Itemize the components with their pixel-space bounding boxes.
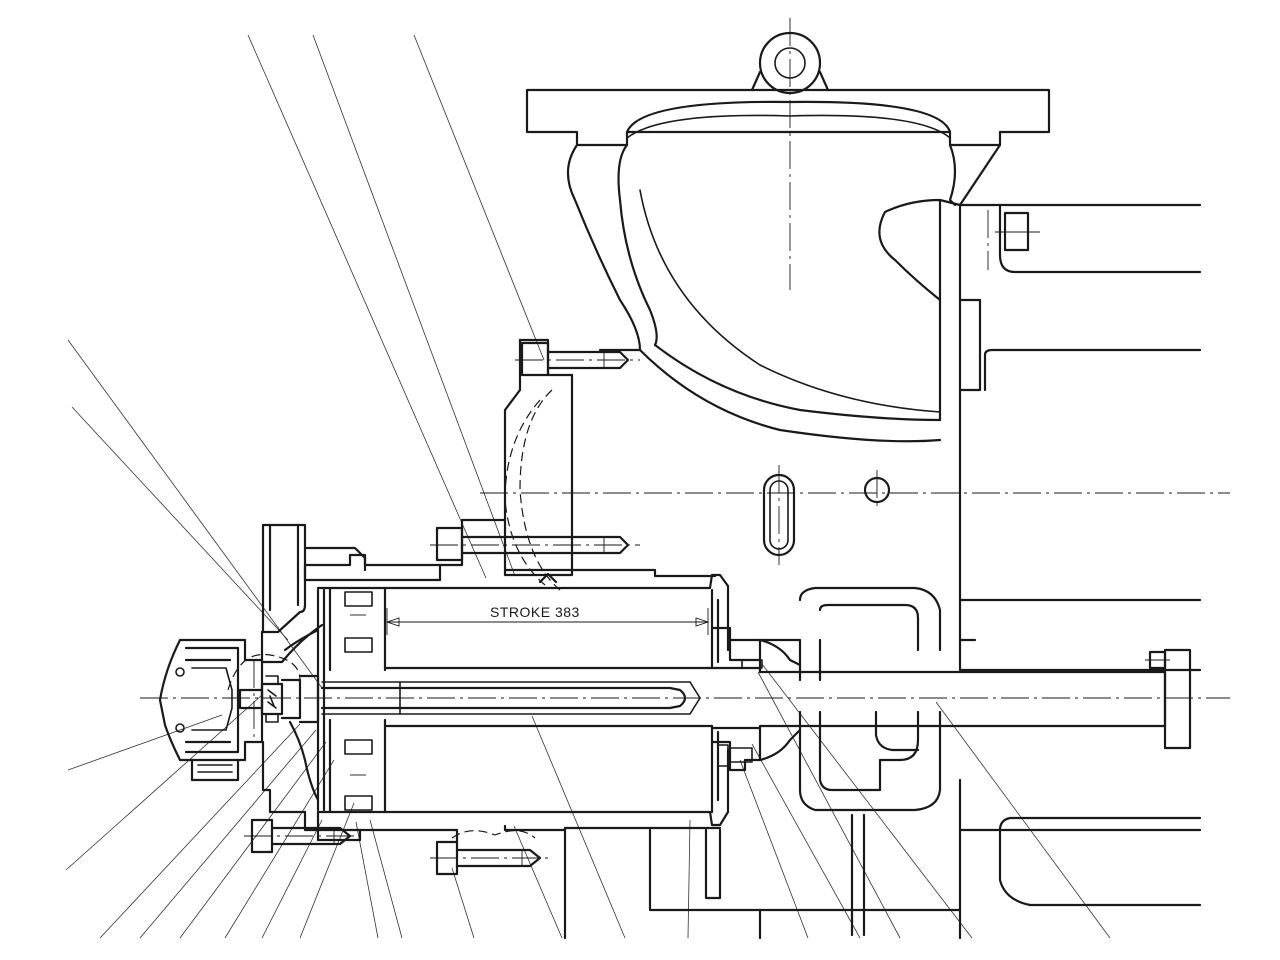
cylinder-head [158,628,320,802]
cylinder-liner [260,523,730,842]
suction-block [303,338,640,591]
casing-lower [563,586,962,940]
casing [525,31,1202,672]
piston-rod [320,648,1192,750]
lower-bolts [244,818,567,876]
stroke-label: STROKE 383 [490,604,580,620]
rod-gland [710,626,802,772]
bearing-frame [958,203,1202,940]
casing-openings [762,465,891,565]
stroke-dimension: STROKE 383 [385,604,710,635]
leader-lines [65,34,1111,939]
